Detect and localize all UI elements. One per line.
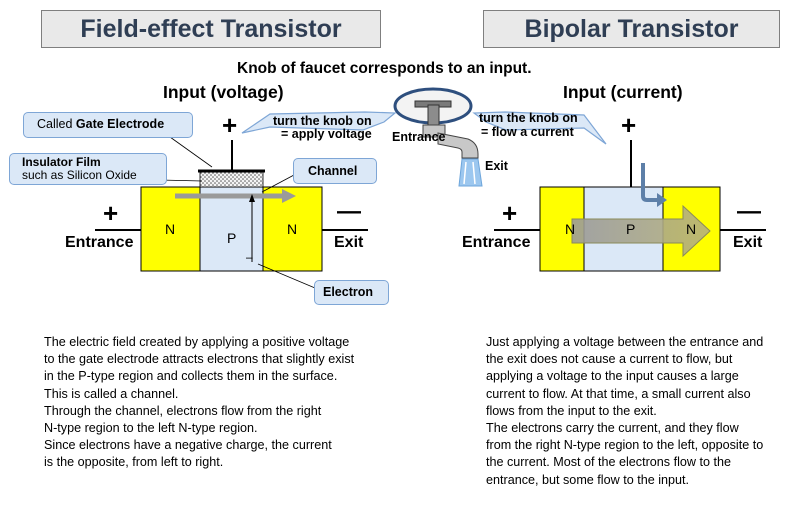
insulator-callout-pointer [159, 179, 203, 182]
fet-region-n-right: N [287, 221, 298, 237]
bjt-description: Just applying a voltage between the entr… [486, 334, 763, 489]
fet-entrance-label: Entrance [65, 234, 134, 251]
fet-description-line: Since electrons have a negative charge, … [44, 438, 332, 453]
channel-callout: Channel [293, 158, 377, 184]
bjt-plus-left: + [502, 198, 518, 228]
fet-title: Field-effect Transistor [41, 10, 381, 48]
fet-description-line: N-type region to the left N-type region. [44, 420, 258, 435]
bjt-region-n-right: N [686, 221, 697, 237]
faucet-water [458, 158, 483, 187]
insulator-callout-line2: such as Silicon Oxide [22, 168, 137, 182]
bjt-title: Bipolar Transistor [483, 10, 780, 48]
fet-electron-sign: – [246, 250, 253, 264]
faucet-spout [437, 132, 479, 159]
faucet-entrance-label: Entrance [392, 130, 446, 144]
fet-channel-arrowhead [282, 189, 296, 203]
fet-plus-top: + [222, 110, 238, 140]
fet-device [95, 136, 368, 289]
faucet-water-stream-1 [463, 161, 467, 185]
fet-input-label: Input (voltage) [163, 82, 284, 102]
bjt-current-arrow [571, 204, 711, 258]
bjt-description-line: from the right N-type region to the left… [486, 438, 764, 453]
bjt-input-current-arrow [641, 163, 658, 202]
fet-insulator-film [199, 171, 264, 188]
bjt-minus-right: — [737, 198, 761, 225]
fet-plus-left: + [103, 198, 119, 228]
bjt-description-line: the current. Most of the electrons flow … [486, 455, 732, 470]
bjt-description-line: The electrons carry the current, and the… [486, 420, 739, 435]
bjt-description-line: entrance, but some flow to the input. [486, 472, 690, 487]
insulator-film-callout: Insulator Film such as Silicon Oxide [9, 153, 167, 185]
fet-description-line: to the gate electrode attracts electrons… [44, 352, 355, 367]
bjt-entrance-label: Entrance [462, 234, 531, 251]
fet-knob-text-line2: = apply voltage [281, 127, 372, 141]
channel-callout-pointer [261, 174, 295, 193]
fet-knob-arrow [241, 111, 397, 134]
electron-callout-pointer [257, 263, 316, 289]
fet-description-line: The electric field created by applying a… [44, 335, 350, 349]
channel-callout-text: Channel [308, 164, 358, 178]
gate-callout-pointer [169, 136, 213, 168]
faucet-icon [393, 87, 483, 187]
fet-electron-arrowhead [249, 194, 255, 202]
bjt-title-text: Bipolar Transistor [524, 14, 739, 43]
bjt-region-n-left: N [565, 221, 576, 237]
bjt-plus-top: + [621, 110, 637, 140]
bjt-knob-arrow [472, 111, 607, 145]
fet-description-line: This is called a channel. [44, 386, 179, 401]
bjt-description-line: the exit does not cause a current to flo… [486, 352, 733, 367]
faucet-heading: Knob of faucet corresponds to an input. [237, 60, 532, 77]
bjt-description-line: flows from the input to the exit. [486, 403, 657, 418]
fet-title-text: Field-effect Transistor [80, 14, 342, 43]
fet-description: The electric field created by applying a… [44, 334, 354, 472]
faucet-exit-label: Exit [485, 159, 508, 173]
gate-electrode-callout: Called Gate Electrode [23, 112, 193, 138]
bjt-exit-label: Exit [733, 234, 763, 251]
bjt-description-line: current to flow. At that time, a small c… [486, 386, 751, 401]
bjt-region-p: P [626, 221, 636, 237]
fet-exit-label: Exit [334, 234, 364, 251]
faucet-stem [427, 104, 440, 128]
gate-callout-prefix: Called [37, 117, 76, 131]
insulator-callout-line1: Insulator Film [22, 155, 101, 169]
bjt-description-line: Just applying a voltage between the entr… [486, 335, 764, 349]
electron-callout: Electron [314, 280, 389, 305]
gate-callout-bold: Gate Electrode [75, 117, 165, 131]
bjt-input-label: Input (current) [563, 82, 683, 102]
fet-region-p: P [227, 230, 237, 246]
bjt-input-current-arrowhead [657, 193, 667, 207]
faucet-water-stream-2 [472, 161, 476, 185]
fet-description-line: Through the channel, electrons flow from… [44, 403, 322, 418]
fet-description-line: is the opposite, from left to right. [44, 455, 224, 470]
fet-n-region-right [262, 186, 323, 272]
fet-minus-right: — [337, 198, 361, 225]
fet-description-line: in the P-type region and collects them i… [44, 369, 338, 384]
fet-knob-text-line1: turn the knob on [273, 114, 372, 128]
bjt-knob-text-line2: = flow a current [481, 125, 574, 139]
bjt-device [494, 140, 766, 272]
bjt-knob-text-line1: turn the knob on [479, 111, 578, 125]
electron-callout-text: Electron [323, 285, 374, 299]
bjt-description-line: applying a voltage to the input causes a… [486, 369, 739, 384]
fet-region-n-left: N [165, 221, 176, 237]
